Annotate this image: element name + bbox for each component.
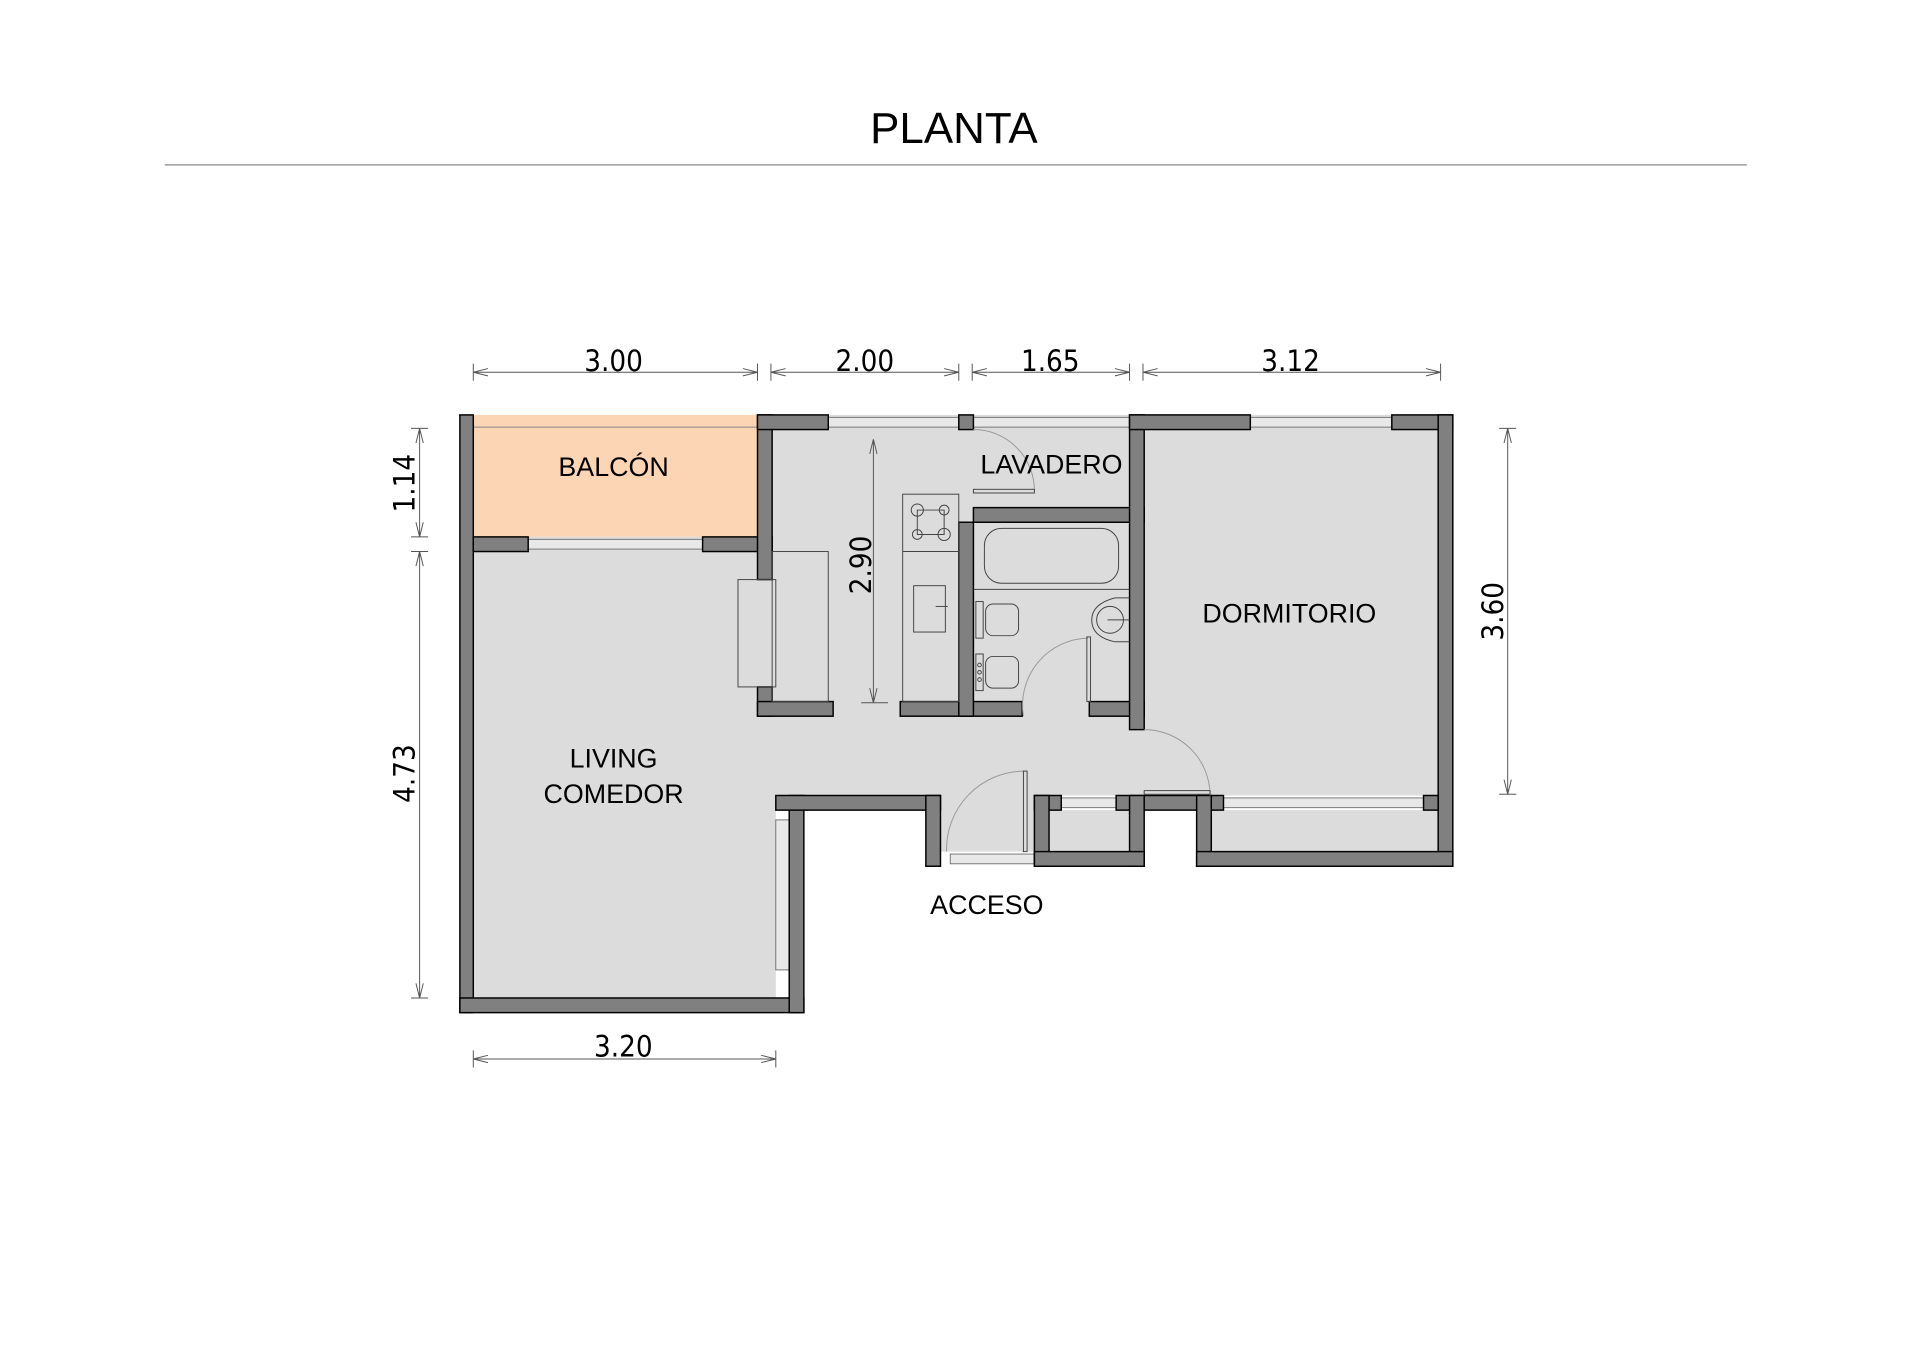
entry-door [946, 770, 1025, 852]
basin-icon [1091, 597, 1130, 643]
room-label-comedor: COMEDOR [544, 779, 684, 809]
toilet-icon [975, 601, 1020, 639]
windows [527, 416, 1424, 971]
dimension-label: 4.73 [388, 744, 422, 803]
dimension-label: 1.14 [388, 454, 422, 513]
dimension-label: 1.65 [1021, 344, 1080, 378]
bathroom-door [1022, 637, 1089, 717]
dimension-label: 3.20 [594, 1030, 653, 1064]
counter-bar [737, 579, 777, 688]
walls [459, 414, 1454, 1014]
dimension-label: 2.90 [844, 536, 878, 595]
plan-title: PLANTA [870, 104, 1038, 153]
dimension-label: 2.00 [836, 344, 895, 378]
room-label-balcon: BALCÓN [558, 451, 668, 482]
room-label-living: LIVING [570, 743, 658, 773]
fixtures [737, 493, 1130, 703]
sink-icon [913, 585, 948, 633]
kitchen-counter [771, 551, 829, 703]
dimension-label: 3.60 [1476, 582, 1510, 641]
bidet-icon [975, 653, 1020, 692]
dimension-label: 3.12 [1261, 344, 1320, 378]
doors [946, 429, 1211, 853]
room-label-lavadero: LAVADERO [980, 449, 1122, 479]
bathtub-icon [983, 527, 1120, 584]
dimension-label: 3.00 [584, 344, 643, 378]
stove-icon [910, 503, 951, 542]
lavadero-door [973, 429, 1035, 491]
room-label-dormitorio: DORMITORIO [1202, 598, 1376, 628]
balcony-floor [473, 414, 758, 537]
bedroom-door [1144, 729, 1211, 796]
dimension-lines: 3.00 2.00 1.65 3.12 1.14 4.73 3.60 3.20 … [388, 344, 1517, 1068]
kitchen-worktop [902, 493, 960, 703]
room-label-acceso: ACCESO [930, 890, 1043, 920]
